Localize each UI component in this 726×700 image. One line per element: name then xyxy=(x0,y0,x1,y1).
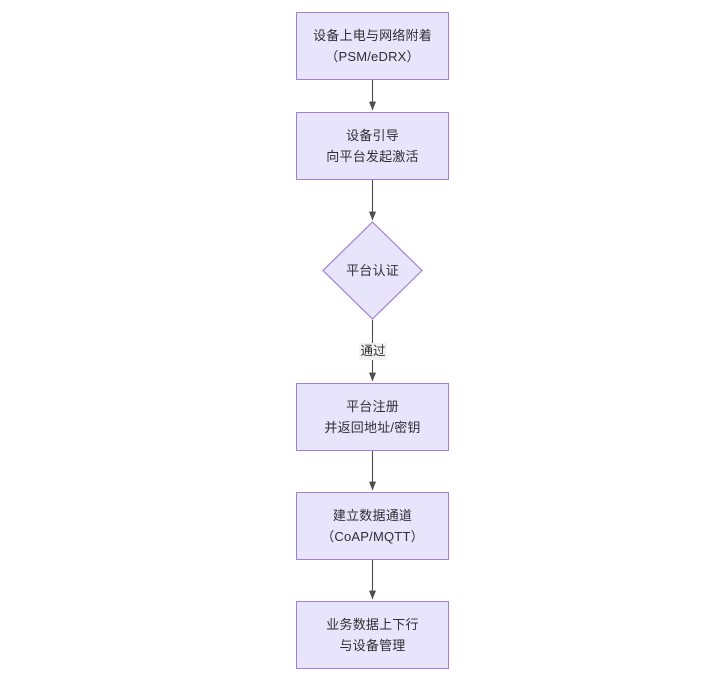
node-device-bootstrap[interactable]: 设备引导 向平台发起激活 xyxy=(296,112,449,180)
node-label-line: 平台注册 xyxy=(346,399,399,414)
node-label-line: 业务数据上下行 xyxy=(326,617,419,632)
node-business-data-and-device-management[interactable]: 业务数据上下行 与设备管理 xyxy=(296,601,449,669)
node-platform-registration[interactable]: 平台注册 并返回地址/密钥 xyxy=(296,383,449,451)
edge-label-pass: 通过 xyxy=(359,343,387,360)
node-label-line: 与设备管理 xyxy=(339,638,406,653)
node-label-line: 向平台发起激活 xyxy=(326,149,419,164)
node-label-line: 设备引导 xyxy=(346,128,399,143)
node-platform-authentication[interactable]: 平台认证 xyxy=(322,221,423,320)
node-establish-data-channel[interactable]: 建立数据通道 （CoAP/MQTT） xyxy=(296,492,449,560)
edge-label-text: 通过 xyxy=(360,344,386,358)
node-label-line: （PSM/eDRX） xyxy=(325,49,420,64)
node-device-power-on[interactable]: 设备上电与网络附着 （PSM/eDRX） xyxy=(296,12,449,80)
node-label-line: 平台认证 xyxy=(346,263,399,278)
node-label-line: （CoAP/MQTT） xyxy=(321,529,424,544)
diamond-shape-icon xyxy=(322,221,423,320)
node-label-line: 并返回地址/密钥 xyxy=(324,420,421,435)
node-label-line: 建立数据通道 xyxy=(332,508,413,523)
node-label-line: 设备上电与网络附着 xyxy=(313,28,432,43)
